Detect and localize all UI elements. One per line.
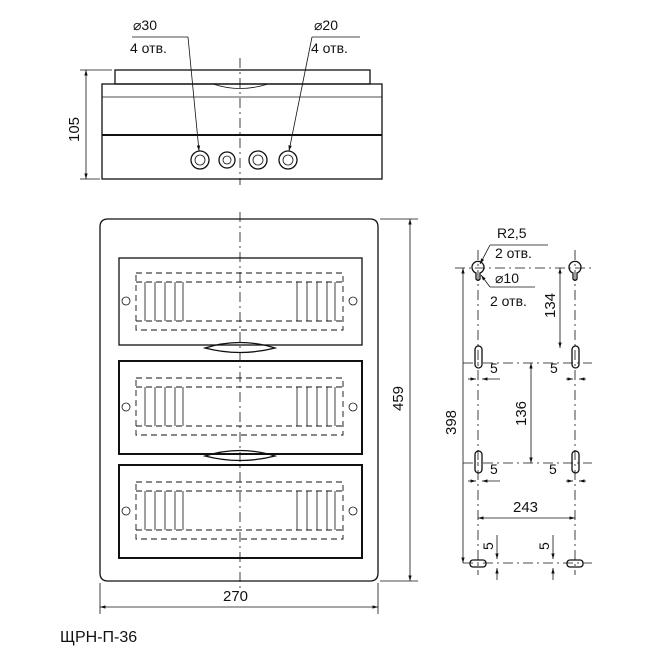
knockout-holes — [190, 150, 298, 170]
dim-398-label: 398 — [443, 410, 460, 435]
dim-5-label-5: 5 — [480, 542, 496, 550]
hole-small-diameter-label: ⌀20 — [314, 17, 338, 33]
dim-5-label-6: 5 — [536, 542, 552, 550]
dim-5-label-3: 5 — [490, 461, 498, 477]
dim-5-label-2: 5 — [550, 360, 558, 376]
keyhole-holes — [471, 260, 582, 282]
top-view-body — [101, 83, 383, 180]
dim-134-label: 134 — [542, 293, 559, 318]
handle-2 — [202, 449, 278, 462]
model-name: ЩРН-П-36 — [60, 629, 137, 646]
din-rail-row-1 — [118, 257, 363, 346]
dim-5-label-1: 5 — [490, 360, 498, 376]
top-view: ⌀30 4 отв. ⌀20 4 отв. 105 — [66, 17, 383, 185]
dim-105-label: 105 — [66, 117, 83, 142]
hole-big-diameter-label: ⌀30 — [133, 17, 157, 33]
mounting-slots — [469, 345, 584, 568]
dim-5-label-4: 5 — [549, 461, 557, 477]
top-view-lid — [114, 69, 371, 85]
dim-243-label: 243 — [513, 499, 538, 516]
handle-1 — [202, 341, 278, 354]
din-rail-row-3 — [118, 464, 363, 559]
mounting-scheme: R2,5 2 отв. ⌀10 2 отв. 134 136 398 5 5 5… — [443, 225, 592, 580]
dim-270-label: 270 — [223, 588, 248, 605]
mount-hole-count-label: 2 отв. — [490, 293, 527, 309]
din-rail-row-2 — [118, 360, 363, 455]
front-view: 459 270 — [99, 212, 418, 614]
slot-radius-count-label: 2 отв. — [495, 245, 532, 261]
slot-radius-label: R2,5 — [497, 225, 527, 241]
hole-big-count-label: 4 отв. — [130, 40, 167, 56]
dim-459-label: 459 — [390, 386, 407, 411]
hole-small-count-label: 4 отв. — [311, 40, 348, 56]
front-view-body — [99, 218, 379, 582]
dim-136-label: 136 — [513, 401, 530, 426]
mount-hole-diameter-label: ⌀10 — [495, 270, 519, 286]
